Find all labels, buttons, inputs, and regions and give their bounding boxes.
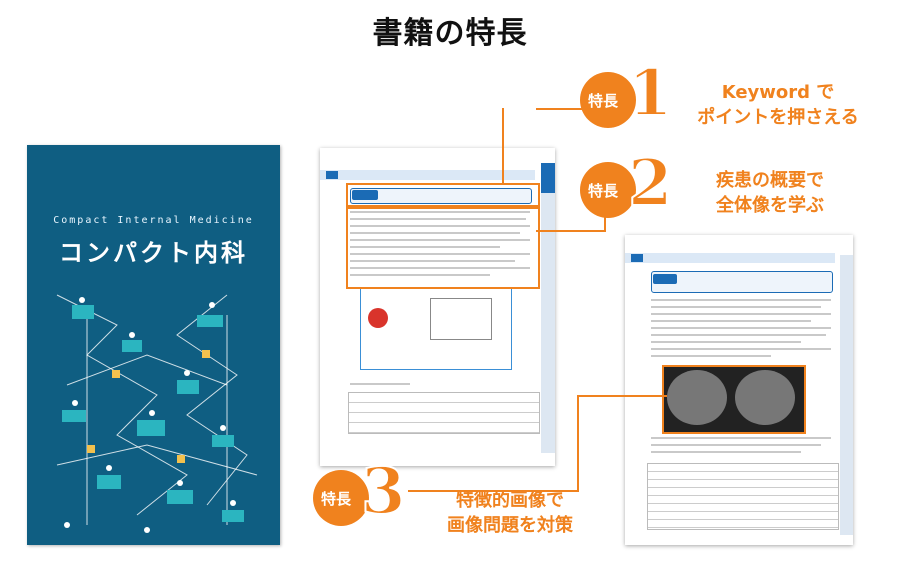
feature3-badge	[313, 470, 369, 526]
feature1-text-line1: Keyword で	[721, 82, 835, 103]
cover-illustration	[56, 294, 258, 533]
feature1-connector	[536, 108, 584, 110]
feature3-text-line1: 特徴的画像で	[456, 490, 564, 511]
overview-highlight-box	[346, 207, 540, 289]
feature2-text-line1: 疾患の概要で	[716, 170, 824, 191]
feature3-connector-vertical	[577, 395, 579, 492]
feature3-text-line2: 画像問題を対策	[447, 515, 573, 536]
feature2-label: 特長	[588, 182, 619, 200]
feature1-connector-vertical	[502, 108, 504, 183]
sample-page-1	[320, 148, 555, 466]
keyword-highlight-box	[346, 183, 540, 207]
feature2-number: 2	[627, 146, 674, 221]
feature3-connector-horizontal	[408, 490, 578, 492]
feature3-text: 特徴的画像で 画像問題を対策	[425, 488, 595, 538]
feature2-text: 疾患の概要で 全体像を学ぶ	[680, 168, 860, 218]
feature1-text-line2: ポイントを押さえる	[697, 107, 859, 128]
sample-page-2	[625, 235, 853, 545]
page-title: 書籍の特長	[372, 16, 528, 51]
feature2-badge	[580, 162, 636, 218]
feature1-badge	[580, 72, 636, 128]
cover-title: コンパクト内科	[59, 239, 248, 267]
cover-subtitle: Compact Internal Medicine	[53, 215, 254, 226]
feature3-label: 特長	[321, 490, 352, 508]
feature3-connector	[577, 395, 667, 397]
feature1-number: 1	[627, 56, 674, 131]
feature2-connector	[536, 230, 606, 232]
feature3-number: 3	[360, 454, 407, 529]
feature2-text-line2: 全体像を学ぶ	[716, 195, 824, 216]
feature1-label: 特長	[588, 92, 619, 110]
feature1-text: Keyword で ポイントを押さえる	[678, 80, 878, 130]
book-cover: Compact Internal Medicine コンパクト内科	[27, 145, 280, 545]
